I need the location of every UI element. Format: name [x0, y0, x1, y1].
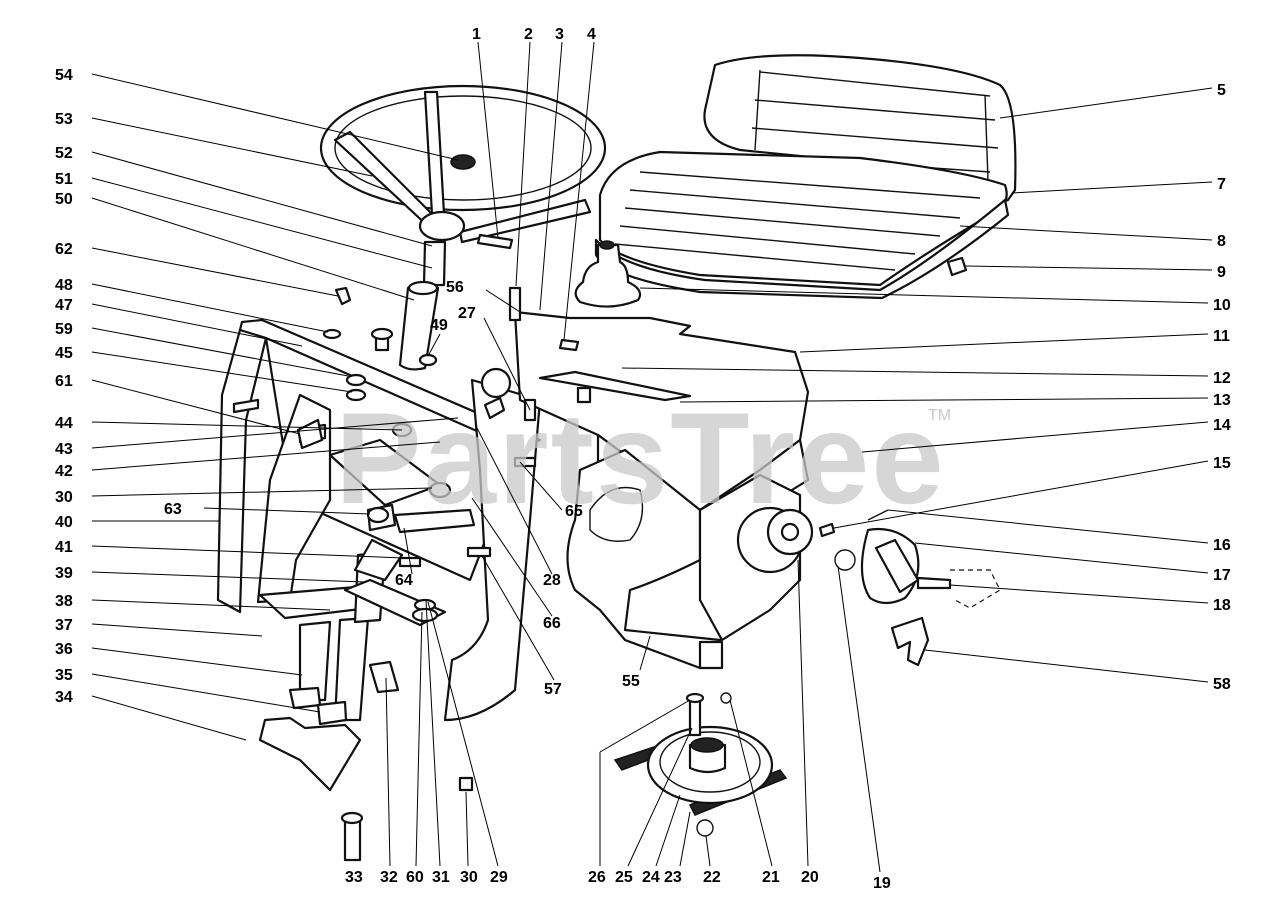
callout-66: 66 [543, 615, 561, 632]
callout-16: 16 [1213, 537, 1231, 554]
callout-55: 55 [622, 673, 640, 690]
pedal-shafts [258, 438, 476, 862]
callout-10: 10 [1213, 297, 1231, 314]
callout-52: 52 [55, 145, 73, 162]
callout-29: 29 [490, 869, 508, 886]
callout-17: 17 [1213, 567, 1231, 584]
callout-45: 45 [55, 345, 73, 362]
callout-37: 37 [55, 617, 73, 634]
callout-25: 25 [615, 869, 633, 886]
callout-39: 39 [55, 565, 73, 582]
callout-31: 31 [432, 869, 450, 886]
callout-8: 8 [1217, 233, 1226, 250]
callout-58: 58 [1213, 676, 1231, 693]
callout-50: 50 [55, 191, 73, 208]
callout-30: 30 [55, 489, 73, 506]
callout-41: 41 [55, 539, 73, 556]
callout-26: 26 [588, 869, 606, 886]
callout-43: 43 [55, 441, 73, 458]
callout-49: 49 [430, 317, 448, 334]
callout-51: 51 [55, 171, 73, 188]
callout-23: 23 [664, 869, 682, 886]
callout-15: 15 [1213, 455, 1231, 472]
callout-21: 21 [762, 869, 780, 886]
callout-63: 63 [164, 501, 182, 518]
callout-9: 9 [1217, 264, 1226, 281]
brake-assembly [818, 509, 1001, 667]
watermark-trademark: TM [928, 407, 951, 424]
callout-33: 33 [345, 869, 363, 886]
watermark: PartsTree TM [335, 385, 951, 531]
callout-40: 40 [55, 514, 73, 531]
transaxle [566, 448, 814, 670]
callout-56: 56 [446, 279, 464, 296]
callout-24: 24 [642, 869, 660, 886]
callout-54: 54 [55, 67, 73, 84]
callout-64: 64 [395, 572, 413, 589]
callout-1: 1 [472, 26, 481, 43]
callout-65: 65 [565, 503, 583, 520]
callout-5: 5 [1217, 82, 1226, 99]
callout-60: 60 [406, 869, 424, 886]
callout-35: 35 [55, 667, 73, 684]
callout-labels: 1 2 3 4 5 7 8 9 10 11 12 13 14 15 16 17 … [55, 26, 1231, 892]
callout-28: 28 [543, 572, 561, 589]
callout-48: 48 [55, 277, 73, 294]
callout-18: 18 [1213, 597, 1231, 614]
callout-42: 42 [55, 463, 73, 480]
watermark-text: PartsTree [335, 385, 946, 531]
callout-19: 19 [873, 875, 891, 892]
callout-13: 13 [1213, 392, 1231, 409]
callout-22: 22 [703, 869, 721, 886]
steering-column [398, 240, 447, 371]
seat [594, 54, 1017, 300]
callout-14: 14 [1213, 417, 1231, 434]
callout-44: 44 [55, 415, 73, 432]
callout-34: 34 [55, 689, 73, 706]
callout-36: 36 [55, 641, 73, 658]
callout-32: 32 [380, 869, 398, 886]
callout-4: 4 [587, 26, 596, 43]
callout-7: 7 [1217, 176, 1226, 193]
parts-drawing [216, 54, 1017, 862]
callout-11: 11 [1213, 328, 1230, 345]
callout-20: 20 [801, 869, 819, 886]
callout-62: 62 [55, 241, 73, 258]
callout-12: 12 [1213, 370, 1231, 387]
callout-30-bottom: 30 [460, 869, 478, 886]
callout-38: 38 [55, 593, 73, 610]
callout-3: 3 [555, 26, 564, 43]
steering-wheel [319, 84, 607, 250]
callout-27: 27 [458, 305, 476, 322]
callout-57: 57 [544, 681, 562, 698]
callout-59: 59 [55, 321, 73, 338]
callout-61: 61 [55, 373, 73, 390]
callout-53: 53 [55, 111, 73, 128]
callout-2: 2 [524, 26, 533, 43]
pulley-belt [613, 692, 788, 837]
callout-47: 47 [55, 297, 73, 314]
